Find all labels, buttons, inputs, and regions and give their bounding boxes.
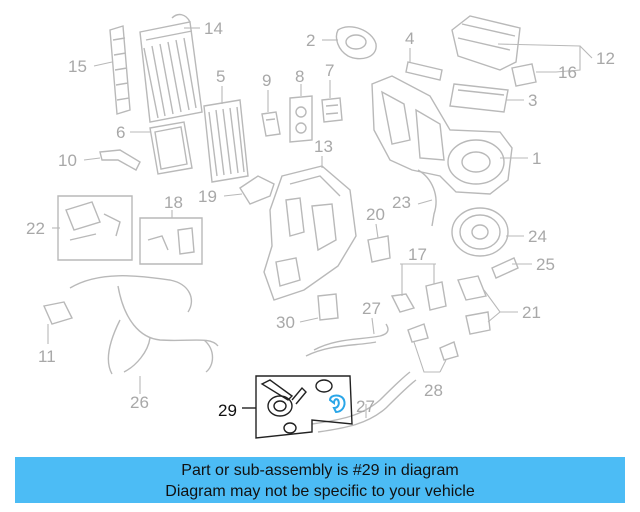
callout-19: 19 bbox=[198, 187, 217, 206]
callout-13: 13 bbox=[314, 137, 333, 156]
callout-26: 26 bbox=[130, 393, 149, 412]
callout-3: 3 bbox=[528, 91, 537, 110]
callout-16: 16 bbox=[558, 63, 577, 82]
callout-6: 6 bbox=[116, 123, 125, 142]
callout-labels: 1 2 3 4 5 6 7 8 9 10 11 12 13 14 15 16 1… bbox=[26, 19, 615, 420]
callout-21: 21 bbox=[522, 303, 541, 322]
callout-15: 15 bbox=[68, 57, 87, 76]
callout-5: 5 bbox=[216, 67, 225, 86]
callout-28: 28 bbox=[424, 381, 443, 400]
callout-1: 1 bbox=[532, 149, 541, 168]
callout-27-lower: 27 bbox=[356, 397, 375, 416]
leader-lines bbox=[47, 27, 593, 418]
callout-4: 4 bbox=[405, 29, 414, 48]
callout-8: 8 bbox=[295, 67, 304, 86]
part-29-kit bbox=[242, 375, 353, 439]
callout-17: 17 bbox=[408, 245, 427, 264]
callout-30: 30 bbox=[276, 313, 295, 332]
callout-9: 9 bbox=[262, 71, 271, 90]
info-banner: Part or sub-assembly is #29 in diagram D… bbox=[15, 457, 625, 503]
part-drawings bbox=[43, 13, 537, 433]
callout-22: 22 bbox=[26, 219, 45, 238]
callout-23: 23 bbox=[392, 193, 411, 212]
banner-line-2: Diagram may not be specific to your vehi… bbox=[165, 483, 475, 500]
callout-29: 29 bbox=[218, 401, 237, 420]
callout-27-upper: 27 bbox=[362, 299, 381, 318]
callout-14: 14 bbox=[204, 19, 223, 38]
callout-20: 20 bbox=[366, 205, 385, 224]
parts-diagram: 1 2 3 4 5 6 7 8 9 10 11 12 13 14 15 16 1… bbox=[26, 13, 615, 439]
callout-24: 24 bbox=[528, 227, 547, 246]
callout-2: 2 bbox=[306, 31, 315, 50]
callout-25: 25 bbox=[536, 255, 555, 274]
callout-18: 18 bbox=[164, 193, 183, 212]
banner-line-1: Part or sub-assembly is #29 in diagram bbox=[181, 462, 459, 479]
callout-11: 11 bbox=[38, 347, 56, 366]
callout-7: 7 bbox=[325, 61, 334, 80]
callout-10: 10 bbox=[58, 151, 77, 170]
callout-12: 12 bbox=[596, 49, 615, 68]
